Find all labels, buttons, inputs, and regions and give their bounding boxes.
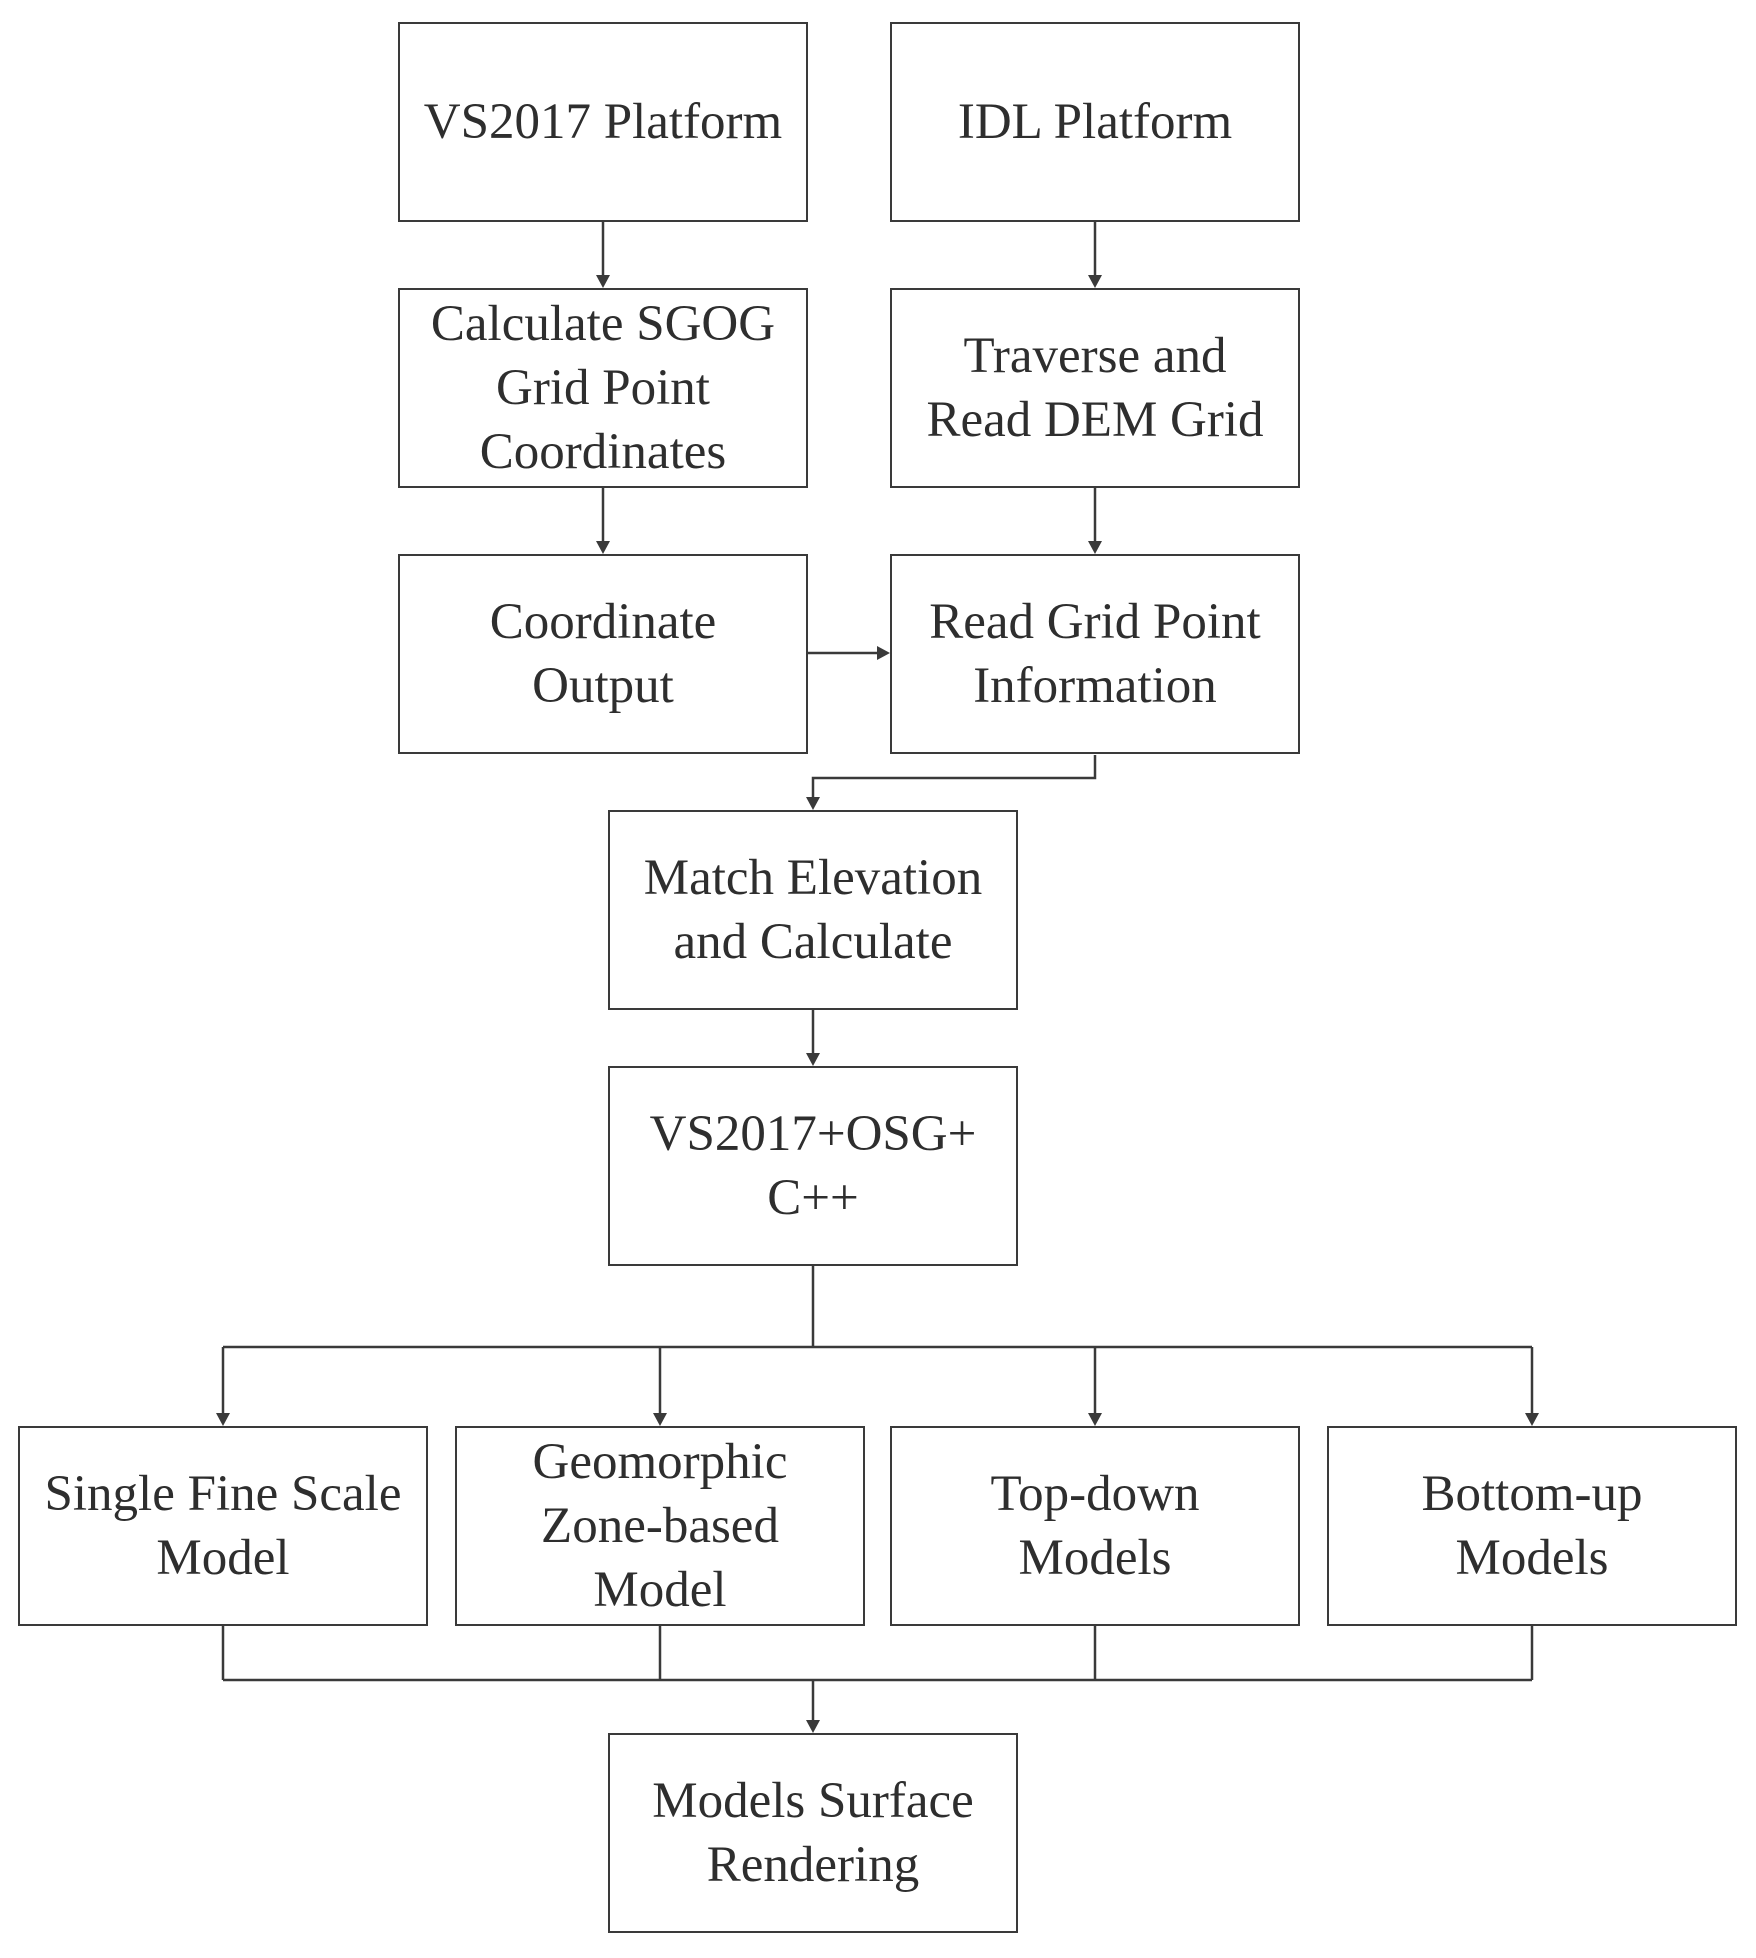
node-surface-rendering: Models Surface Rendering: [608, 1733, 1018, 1933]
node-label: Bottom-up Models: [1421, 1466, 1643, 1586]
arrowhead: [1525, 1413, 1539, 1426]
arrowhead: [806, 797, 820, 810]
node-top-down: Top-down Models: [890, 1426, 1300, 1626]
node-bottom-up: Bottom-up Models: [1327, 1426, 1737, 1626]
node-idl-platform: IDL Platform: [890, 22, 1300, 222]
arrowhead: [596, 275, 610, 288]
node-traverse-dem: Traverse and Read DEM Grid: [890, 288, 1300, 488]
arrowhead: [1088, 275, 1102, 288]
arrowhead: [653, 1413, 667, 1426]
arrowhead: [1088, 1413, 1102, 1426]
node-label: Match Elevation and Calculate: [643, 850, 983, 970]
node-vs2017-platform: VS2017 Platform: [398, 22, 808, 222]
arrowhead: [1088, 541, 1102, 554]
node-single-fine-scale: Single Fine Scale Model: [18, 1426, 428, 1626]
node-label: Read Grid Point Information: [929, 594, 1261, 714]
arrowhead: [877, 646, 890, 660]
node-label: Single Fine Scale Model: [44, 1466, 402, 1586]
node-vs-osg-cpp: VS2017+OSG+ C++: [608, 1066, 1018, 1266]
node-read-grid-info: Read Grid Point Information: [890, 554, 1300, 754]
arrowhead: [216, 1413, 230, 1426]
node-label: Models Surface Rendering: [652, 1773, 974, 1893]
node-label: Calculate SGOG Grid Point Coordinates: [430, 296, 776, 480]
node-label: IDL Platform: [957, 94, 1233, 150]
node-label: Coordinate Output: [489, 594, 717, 714]
node-label: Traverse and Read DEM Grid: [926, 328, 1264, 448]
node-coordinate-output: Coordinate Output: [398, 554, 808, 754]
node-label: VS2017 Platform: [423, 94, 783, 150]
node-match-elevation: Match Elevation and Calculate: [608, 810, 1018, 1010]
node-label: Geomorphic Zone-based Model: [532, 1434, 788, 1618]
arrowhead: [596, 541, 610, 554]
node-label: VS2017+OSG+ C++: [649, 1106, 977, 1226]
node-geomorphic-zone: Geomorphic Zone-based Model: [455, 1426, 865, 1626]
arrow-read-to-match: [811, 755, 1097, 797]
arrowhead: [806, 1053, 820, 1066]
node-calculate-sgog: Calculate SGOG Grid Point Coordinates: [398, 288, 808, 488]
arrowhead: [806, 1720, 820, 1733]
node-label: Top-down Models: [990, 1466, 1200, 1586]
